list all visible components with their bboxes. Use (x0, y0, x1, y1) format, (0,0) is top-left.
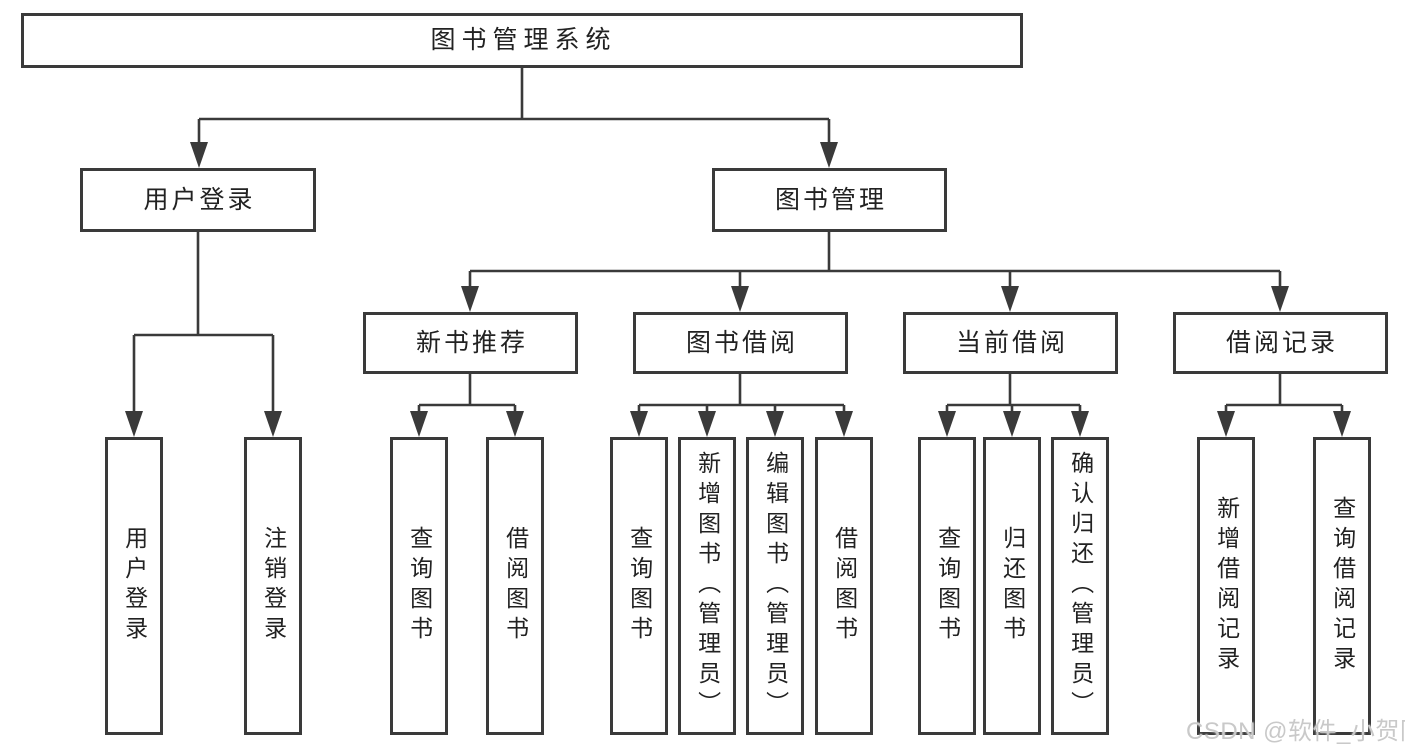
node-borrow-records: 借阅记录 (1173, 312, 1388, 374)
leaf-borrow-edit-books-admin: 编辑图书（管理员） (746, 437, 804, 735)
leaf-records-query-record: 查询借阅记录 (1313, 437, 1371, 735)
node-root: 图书管理系统 (21, 13, 1023, 68)
connector-user-login-children (125, 232, 282, 437)
csdn-watermark: CSDN @软件_小贺同学 (1186, 718, 1405, 745)
node-user-login: 用户登录 (80, 168, 316, 232)
connector-root-to-level2 (190, 68, 838, 168)
connector-current-borrow-children (938, 374, 1089, 437)
leaf-logout: 注销登录 (244, 437, 302, 735)
node-book-borrow: 图书借阅 (633, 312, 848, 374)
leaf-current-confirm-return-admin: 确认归还（管理员） (1051, 437, 1109, 735)
leaf-user-login: 用户登录 (105, 437, 163, 735)
connector-book-mgmt-children (461, 232, 1289, 312)
leaf-current-query-books: 查询图书 (918, 437, 976, 735)
connector-book-borrow-children (630, 374, 853, 437)
leaf-current-return-books: 归还图书 (983, 437, 1041, 735)
node-current-borrow: 当前借阅 (903, 312, 1118, 374)
node-book-mgmt: 图书管理 (712, 168, 947, 232)
leaf-newbook-borrow-books: 借阅图书 (486, 437, 544, 735)
node-new-book-rec: 新书推荐 (363, 312, 578, 374)
connector-new-book-rec-children (410, 374, 524, 437)
leaf-borrow-add-books-admin: 新增图书（管理员） (678, 437, 736, 735)
leaf-newbook-query-books: 查询图书 (390, 437, 448, 735)
leaf-borrow-borrow-books: 借阅图书 (815, 437, 873, 735)
leaf-borrow-query-books: 查询图书 (610, 437, 668, 735)
leaf-records-add-record: 新增借阅记录 (1197, 437, 1255, 735)
connector-borrow-records-children (1217, 374, 1351, 437)
